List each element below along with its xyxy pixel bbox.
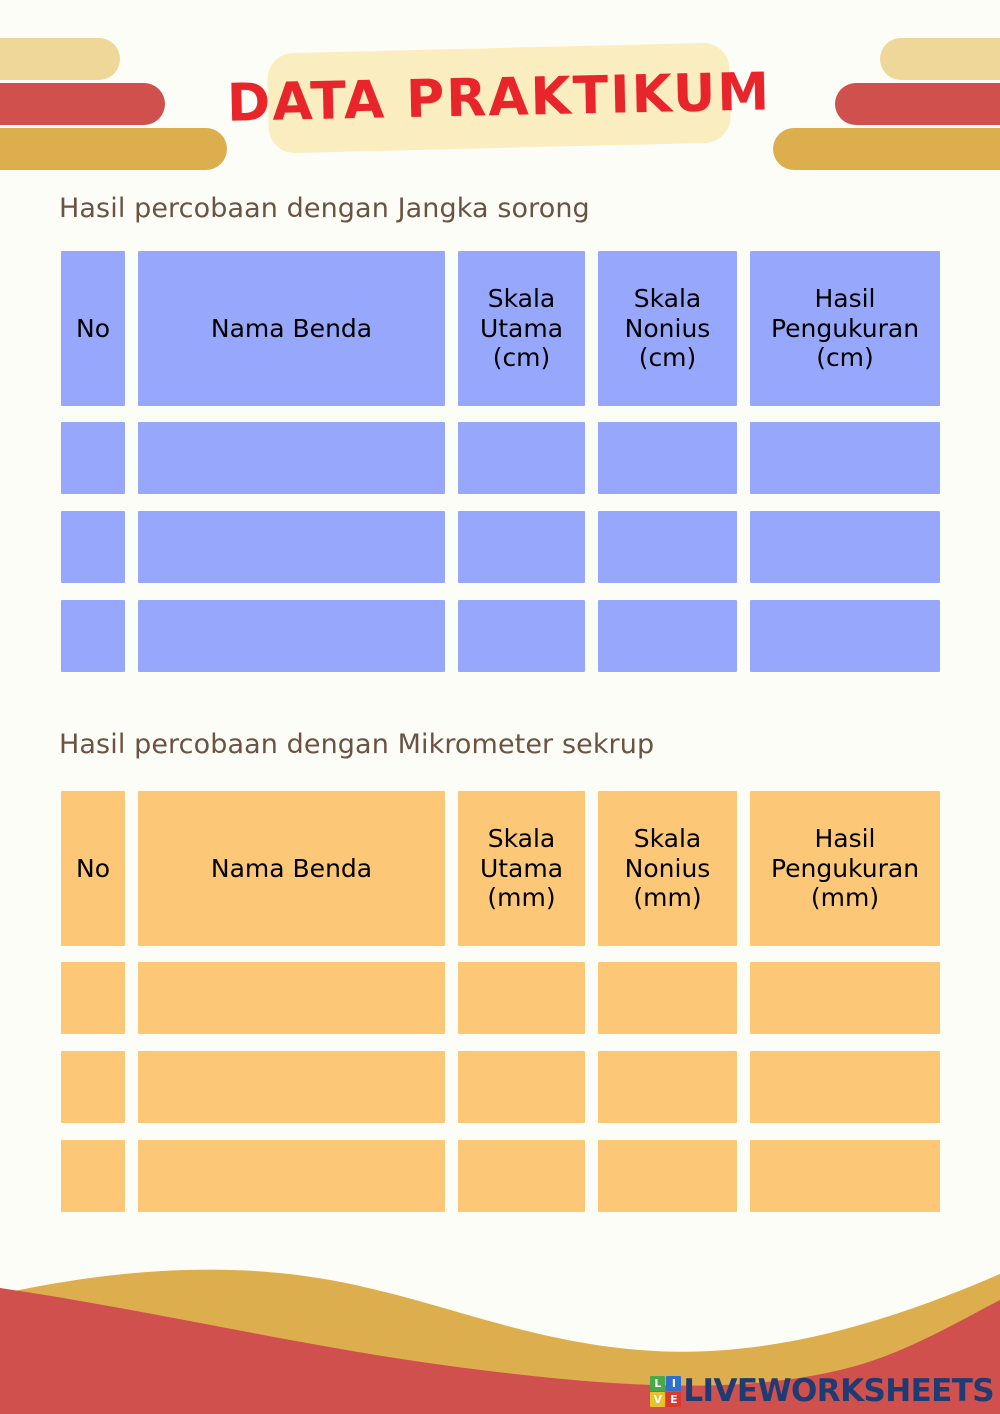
cell-nama-benda[interactable] xyxy=(138,511,445,583)
section-heading-mikrometer-sekrup: Hasil percobaan dengan Mikrometer sekrup xyxy=(59,729,655,760)
header-word-hasil: Hasil xyxy=(814,824,876,854)
deco-bar-red-left xyxy=(0,83,165,125)
title-banner: DATA PRAKTIKUM xyxy=(226,42,772,154)
table-jangka-sorong: No Nama Benda Skala Utama (cm) Skala Non… xyxy=(61,251,940,689)
header-cell-no: No xyxy=(61,791,125,946)
page-title: DATA PRAKTIKUM xyxy=(226,62,772,134)
table-header-row: No Nama Benda Skala Utama (mm) Skala Non… xyxy=(61,791,940,946)
header-unit-cm: (cm) xyxy=(816,343,874,373)
header-word-skala: Skala xyxy=(633,824,702,854)
cell-skala-utama[interactable] xyxy=(458,1051,585,1123)
header-cell-no: No xyxy=(61,251,125,406)
cell-no[interactable] xyxy=(61,1140,125,1212)
header-cell-skala-nonius: Skala Nonius (mm) xyxy=(598,791,737,946)
cell-no[interactable] xyxy=(61,422,125,494)
cell-skala-utama[interactable] xyxy=(458,422,585,494)
cell-hasil-pengukuran[interactable] xyxy=(750,422,940,494)
cell-skala-utama[interactable] xyxy=(458,511,585,583)
deco-bar-tan-right xyxy=(880,38,1000,80)
cell-skala-nonius[interactable] xyxy=(598,962,737,1034)
section-heading-jangka-sorong: Hasil percobaan dengan Jangka sorong xyxy=(59,193,590,224)
logo-tile-i: I xyxy=(666,1376,682,1391)
cell-hasil-pengukuran[interactable] xyxy=(750,1051,940,1123)
cell-nama-benda[interactable] xyxy=(138,1140,445,1212)
logo-tile-v: V xyxy=(650,1392,666,1407)
table-row xyxy=(61,1140,940,1212)
cell-skala-utama[interactable] xyxy=(458,962,585,1034)
cell-skala-utama[interactable] xyxy=(458,1140,585,1212)
header-word-nonius: Nonius xyxy=(624,853,711,883)
cell-skala-nonius[interactable] xyxy=(598,1051,737,1123)
cell-skala-utama[interactable] xyxy=(458,600,585,672)
cell-nama-benda[interactable] xyxy=(138,1051,445,1123)
header-word-skala: Skala xyxy=(487,824,556,854)
header-cell-skala-utama: Skala Utama (mm) xyxy=(458,791,585,946)
header-word-pengukuran: Pengukuran xyxy=(770,313,920,343)
header-unit-mm: (mm) xyxy=(633,883,702,913)
liveworksheets-logo: L I V E LIVEWORKSHEETS xyxy=(650,1373,995,1409)
header-unit-cm: (cm) xyxy=(492,343,551,373)
deco-bar-gold-left xyxy=(0,128,227,170)
cell-hasil-pengukuran[interactable] xyxy=(750,962,940,1034)
table-mikrometer-sekrup: No Nama Benda Skala Utama (mm) Skala Non… xyxy=(61,791,940,1229)
cell-no[interactable] xyxy=(61,511,125,583)
header-word-nonius: Nonius xyxy=(624,313,711,343)
header-cell-nama-benda: Nama Benda xyxy=(138,791,445,946)
cell-skala-nonius[interactable] xyxy=(598,511,737,583)
cell-no[interactable] xyxy=(61,600,125,672)
header-cell-skala-nonius: Skala Nonius (cm) xyxy=(598,251,737,406)
cell-no[interactable] xyxy=(61,1051,125,1123)
table-row xyxy=(61,962,940,1034)
cell-nama-benda[interactable] xyxy=(138,600,445,672)
cell-nama-benda[interactable] xyxy=(138,962,445,1034)
cell-skala-nonius[interactable] xyxy=(598,1140,737,1212)
cell-skala-nonius[interactable] xyxy=(598,422,737,494)
table-row xyxy=(61,422,940,494)
header-cell-hasil-pengukuran: Hasil Pengukuran (cm) xyxy=(750,251,940,406)
logo-tile-e: E xyxy=(666,1392,682,1407)
table-row xyxy=(61,511,940,583)
table-row xyxy=(61,1051,940,1123)
header-unit-mm: (mm) xyxy=(810,883,880,913)
cell-nama-benda[interactable] xyxy=(138,422,445,494)
header-cell-hasil-pengukuran: Hasil Pengukuran (mm) xyxy=(750,791,940,946)
header-word-hasil: Hasil xyxy=(814,284,876,314)
header-word-skala: Skala xyxy=(487,284,556,314)
deco-bar-red-right xyxy=(835,83,1000,125)
table-row xyxy=(61,600,940,672)
header-unit-cm: (cm) xyxy=(638,343,697,373)
cell-no[interactable] xyxy=(61,962,125,1034)
table-header-row: No Nama Benda Skala Utama (cm) Skala Non… xyxy=(61,251,940,406)
header-word-skala: Skala xyxy=(633,284,702,314)
cell-hasil-pengukuran[interactable] xyxy=(750,600,940,672)
header-unit-mm: (mm) xyxy=(487,883,556,913)
header-cell-skala-utama: Skala Utama (cm) xyxy=(458,251,585,406)
header-cell-nama-benda: Nama Benda xyxy=(138,251,445,406)
logo-tile-l: L xyxy=(650,1376,666,1391)
liveworksheets-wordmark: LIVEWORKSHEETS xyxy=(683,1373,994,1409)
header-word-utama: Utama xyxy=(479,853,564,883)
cell-skala-nonius[interactable] xyxy=(598,600,737,672)
header-word-utama: Utama xyxy=(479,313,564,343)
liveworksheets-logo-tiles: L I V E xyxy=(650,1376,682,1407)
header-word-pengukuran: Pengukuran xyxy=(770,853,920,883)
deco-bar-tan-left xyxy=(0,38,120,80)
deco-bar-gold-right xyxy=(773,128,1000,170)
cell-hasil-pengukuran[interactable] xyxy=(750,511,940,583)
cell-hasil-pengukuran[interactable] xyxy=(750,1140,940,1212)
